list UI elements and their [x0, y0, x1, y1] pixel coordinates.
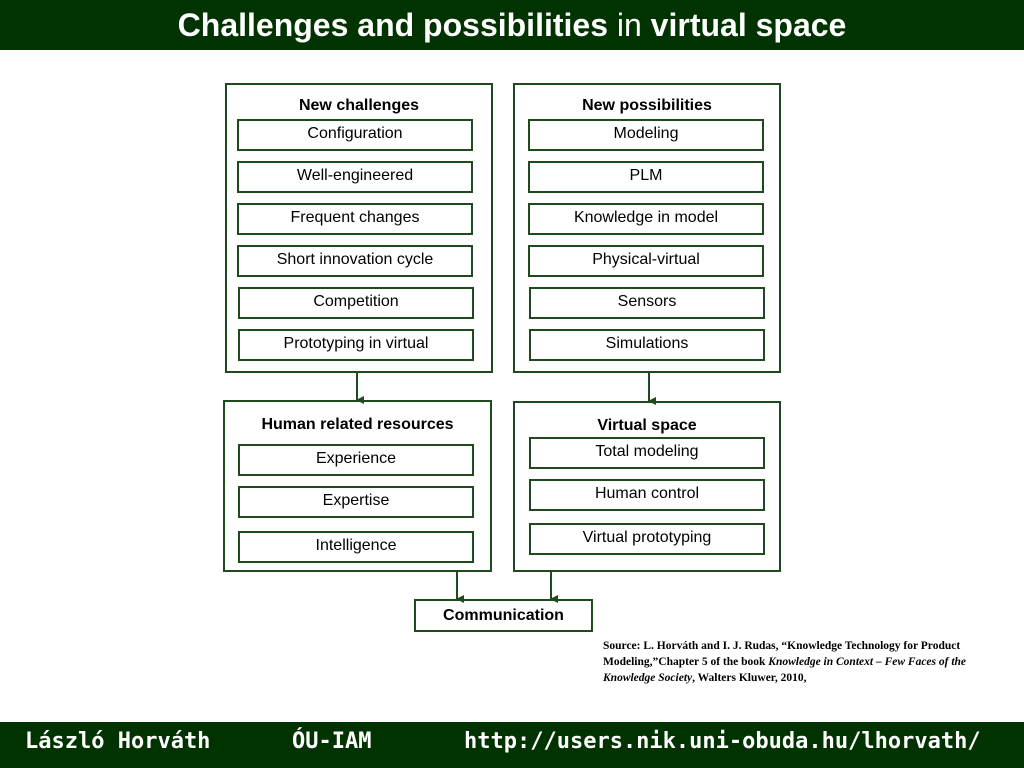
item-experience: Experience: [238, 444, 474, 476]
footer-url[interactable]: http://users.nik.uni-obuda.hu/lhorvath/: [464, 729, 981, 754]
source-book-title: Knowledge in Context – Few Faces of the …: [603, 656, 967, 684]
item-expertise: Expertise: [238, 486, 474, 518]
group-title-human-related-resources: Human related resources: [261, 416, 454, 433]
item-sensors: Sensors: [529, 287, 765, 319]
title-light: in: [616, 6, 642, 43]
footer-institute: ÓU-IAM: [292, 729, 372, 754]
item-configuration: Configuration: [237, 119, 473, 151]
item-short-innovation-cycle: Short innovation cycle: [237, 245, 473, 277]
item-plm: PLM: [528, 161, 764, 193]
group-new-challenges: New challenges: [225, 83, 493, 373]
footer-author: László Horváth: [25, 729, 211, 754]
item-competition: Competition: [238, 287, 474, 319]
title-end: virtual space: [650, 6, 847, 43]
group-new-possibilities: New possibilities: [513, 83, 781, 373]
item-well-engineered: Well-engineered: [237, 161, 473, 193]
source-part2: , Walters Kluwer, 2010,: [692, 672, 807, 684]
item-modeling: Modeling: [528, 119, 764, 151]
slide-title: Challenges and possibilities in virtual …: [0, 0, 1024, 50]
item-frequent-changes: Frequent changes: [237, 203, 473, 235]
item-total-modeling: Total modeling: [529, 437, 765, 469]
group-title-new-possibilities: New possibilities: [582, 97, 712, 114]
title-main: Challenges and possibilities: [177, 6, 608, 43]
source-citation: Source: L. Horváth and I. J. Rudas, “Kno…: [603, 638, 1003, 686]
item-simulations: Simulations: [529, 329, 765, 361]
item-knowledge-in-model: Knowledge in model: [528, 203, 764, 235]
source-part1: Source: L. Horváth and I. J. Rudas, “Kno…: [603, 640, 961, 668]
communication-box: Communication: [414, 599, 593, 632]
group-title-virtual-space: Virtual space: [597, 417, 697, 434]
item-virtual-prototyping: Virtual prototyping: [529, 523, 765, 555]
item-physical-virtual: Physical-virtual: [528, 245, 764, 277]
item-human-control: Human control: [529, 479, 765, 511]
item-prototyping-in-virtual: Prototyping in virtual: [238, 329, 474, 361]
footer-bar: László Horváth ÓU-IAM http://users.nik.u…: [0, 722, 1024, 768]
group-title-new-challenges: New challenges: [298, 97, 420, 114]
item-intelligence: Intelligence: [238, 531, 474, 563]
group-virtual-space: Virtual space: [513, 401, 781, 572]
